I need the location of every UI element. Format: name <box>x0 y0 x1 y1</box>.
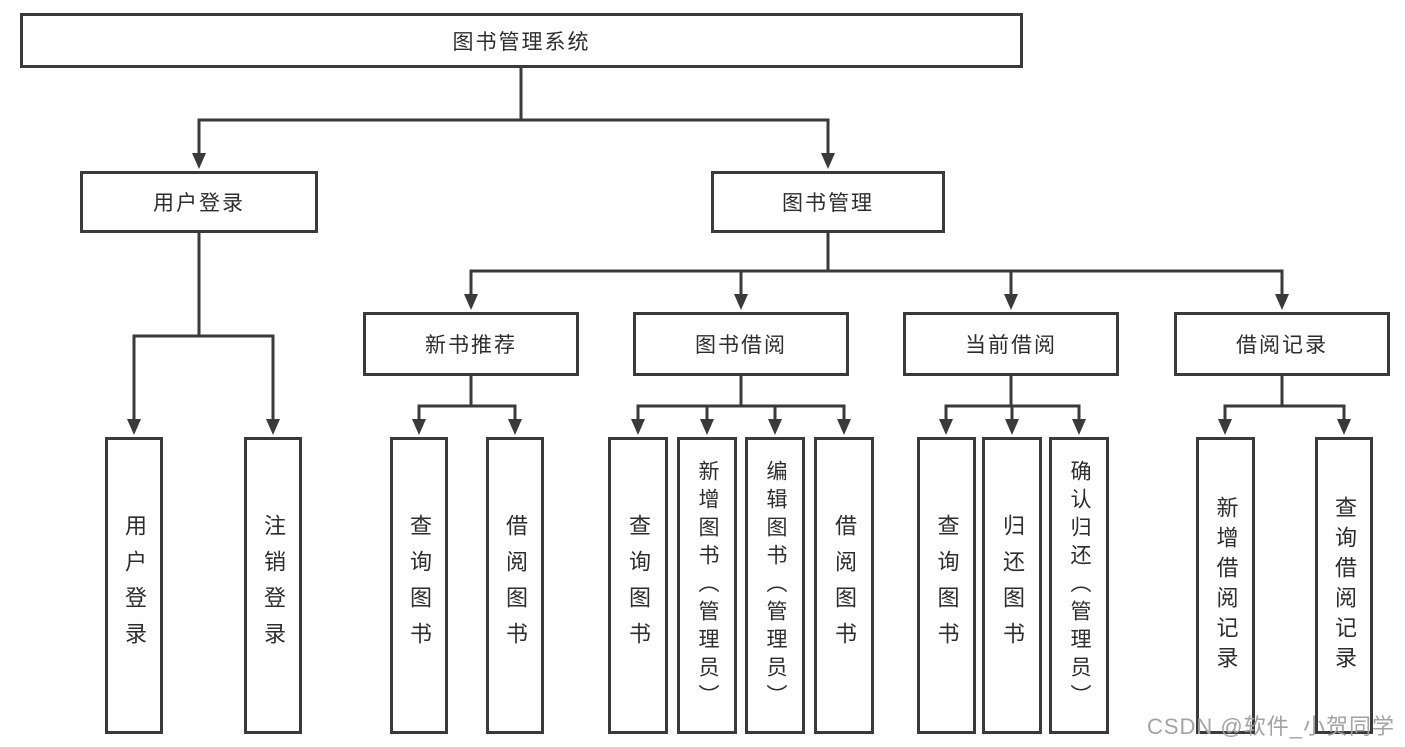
leaf-borrow-books-1-label: 借阅图书 <box>503 513 528 658</box>
leaf-confirm-return-admin: 确认归还（管理员） <box>1049 437 1109 734</box>
node-borrowing-records: 借阅记录 <box>1174 312 1390 376</box>
leaf-add-book-admin: 新增图书（管理员） <box>677 437 737 734</box>
node-book-management-label: 图书管理 <box>782 192 874 215</box>
node-user-login-label: 用户登录 <box>153 192 245 215</box>
leaf-return-book-label: 归还图书 <box>1000 513 1025 658</box>
node-borrowing-records-label: 借阅记录 <box>1236 334 1328 357</box>
leaf-query-books-1-label: 查询图书 <box>407 513 432 658</box>
leaf-borrow-books-1: 借阅图书 <box>486 437 544 734</box>
leaf-add-borrow-record-label: 新增借阅记录 <box>1213 495 1239 676</box>
leaf-return-book: 归还图书 <box>982 437 1042 734</box>
leaf-add-book-admin-label: 新增图书（管理员） <box>696 459 719 712</box>
leaf-query-books-3-label: 查询图书 <box>934 513 960 658</box>
leaf-query-books-2: 查询图书 <box>608 437 668 734</box>
node-user-login: 用户登录 <box>80 171 318 233</box>
leaf-query-borrow-record: 查询借阅记录 <box>1315 437 1373 734</box>
node-root: 图书管理系统 <box>20 13 1023 68</box>
leaf-query-books-2-label: 查询图书 <box>626 513 651 658</box>
node-current-borrowing: 当前借阅 <box>903 312 1119 376</box>
node-root-label: 图书管理系统 <box>452 30 591 54</box>
leaf-user-login-label: 用户登录 <box>122 513 147 658</box>
leaf-logout: 注销登录 <box>244 437 302 734</box>
leaf-logout-label: 注销登录 <box>261 513 286 658</box>
node-current-borrowing-label: 当前借阅 <box>965 334 1057 357</box>
leaf-edit-book-admin: 编辑图书（管理员） <box>745 437 805 734</box>
leaf-query-books-3: 查询图书 <box>917 437 976 734</box>
leaf-confirm-return-admin-label: 确认归还（管理员） <box>1068 459 1091 712</box>
leaf-query-borrow-record-label: 查询借阅记录 <box>1332 495 1357 676</box>
leaf-user-login: 用户登录 <box>105 437 163 734</box>
node-new-book-recommendation: 新书推荐 <box>363 312 579 376</box>
leaf-edit-book-admin-label: 编辑图书（管理员） <box>764 459 787 712</box>
node-new-book-recommendation-label: 新书推荐 <box>425 334 517 357</box>
node-book-borrowing: 图书借阅 <box>633 312 849 376</box>
leaf-borrow-books-2: 借阅图书 <box>814 437 874 734</box>
node-book-management: 图书管理 <box>711 171 945 233</box>
leaf-add-borrow-record: 新增借阅记录 <box>1196 437 1255 734</box>
node-book-borrowing-label: 图书借阅 <box>695 334 787 357</box>
leaf-query-books-1: 查询图书 <box>390 437 448 734</box>
leaf-borrow-books-2-label: 借阅图书 <box>832 513 857 658</box>
csdn-watermark: CSDN @软件_小贺同学 <box>1146 714 1395 739</box>
